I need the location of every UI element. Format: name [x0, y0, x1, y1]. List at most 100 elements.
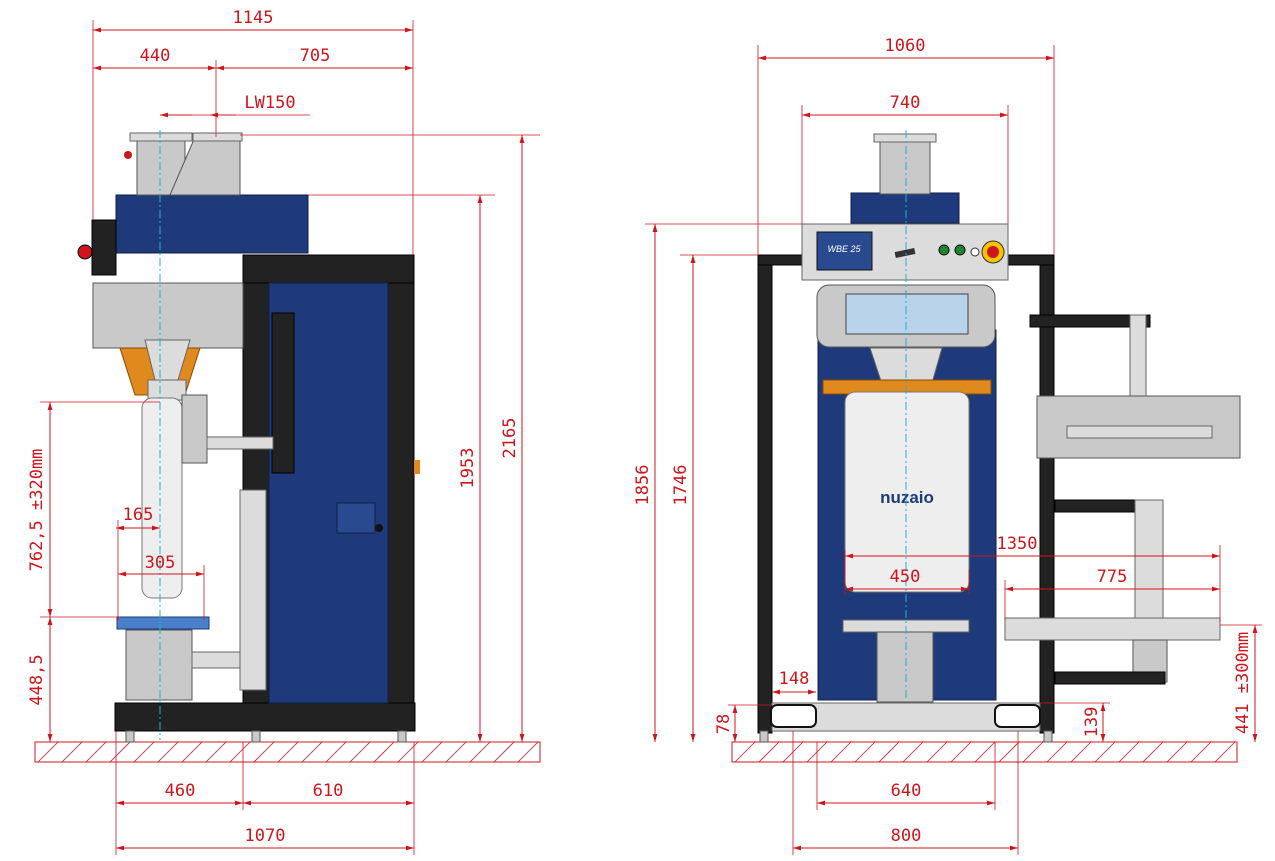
side-valve-handle	[124, 151, 132, 159]
front-green-button-1	[938, 244, 950, 256]
dim-front-conveyor-length: 775	[1097, 567, 1128, 587]
floor-hatch-line	[229, 741, 251, 763]
floor-hatch-line	[397, 741, 419, 763]
front-display-slot	[894, 247, 916, 259]
side-top-hood	[115, 194, 309, 254]
floor-hatch-line	[1214, 741, 1236, 763]
floor-hatch-line	[1070, 741, 1092, 763]
floor-hatch-line	[373, 741, 395, 763]
side-scale-platform	[116, 616, 210, 630]
side-fill-spout	[147, 379, 187, 401]
floor-hatch-line	[902, 741, 924, 763]
side-lift-column	[239, 489, 267, 691]
front-scale-body	[876, 631, 934, 703]
side-foot-3	[397, 730, 407, 743]
floor-hatch-line	[445, 741, 467, 763]
side-frame-column-right	[387, 254, 415, 731]
dim-side-left-part: 440	[140, 46, 171, 66]
side-cabinet-box	[336, 502, 376, 534]
dim-front-base-inner: 640	[891, 781, 922, 801]
floor-hatch-line	[758, 741, 780, 763]
dim-side-lw-label: LW150	[244, 93, 295, 113]
floor-hatch-line	[181, 741, 203, 763]
side-view	[34, 130, 541, 763]
front-hood	[850, 192, 960, 224]
floor-hatch-line	[734, 741, 756, 763]
side-floor	[34, 741, 541, 763]
front-floor	[731, 741, 1238, 763]
floor-hatch-line	[301, 741, 323, 763]
dim-front-bag-width: 450	[890, 567, 921, 587]
floor-hatch-line	[1022, 741, 1044, 763]
side-cabinet-knob	[375, 524, 383, 532]
front-conveyor-post	[1134, 499, 1164, 626]
floor-hatch-line	[878, 741, 900, 763]
front-conveyor-arm-low	[1054, 671, 1166, 685]
floor-hatch-line	[830, 741, 852, 763]
front-bag-logo: nuzaio	[880, 488, 934, 507]
dim-front-height-outer: 1856	[633, 465, 653, 506]
front-foot-2	[1043, 730, 1053, 743]
floor-hatch-line	[349, 741, 371, 763]
floor-hatch-line	[85, 741, 107, 763]
dim-front-conveyor-height: 441 ±300mm	[1233, 632, 1253, 734]
side-foot-1	[125, 730, 135, 743]
dim-side-overall-width: 1145	[233, 8, 274, 28]
dim-side-height-body: 1953	[458, 448, 478, 489]
front-emergency-stop-cap	[987, 246, 999, 258]
front-inlet-pipe	[879, 137, 931, 195]
floor-hatch-line	[998, 741, 1020, 763]
side-frame-base	[114, 702, 416, 732]
side-weigh-hopper	[92, 282, 244, 349]
front-hopper-window	[845, 293, 969, 335]
side-indicator	[414, 460, 420, 474]
front-touchscreen	[816, 231, 873, 271]
front-sewing-slot	[1066, 425, 1213, 439]
floor-hatch-line	[325, 741, 347, 763]
dim-side-platform-height: 448,5	[27, 654, 47, 705]
dim-side-height-total: 2165	[500, 418, 520, 459]
floor-hatch-line	[109, 741, 131, 763]
floor-hatch-line	[854, 741, 876, 763]
front-green-button-2	[954, 244, 966, 256]
front-roller-right	[994, 704, 1041, 728]
side-inlet-flange	[129, 132, 193, 142]
front-screen-text: WBE 25	[827, 244, 861, 254]
front-frame-left	[757, 254, 773, 734]
side-scale-arm	[191, 651, 245, 669]
front-bag	[844, 391, 970, 593]
dim-front-roller-height: 139	[1082, 707, 1102, 738]
front-roller-conveyor	[1004, 617, 1221, 641]
side-actuator-arm	[206, 436, 274, 450]
side-top-band	[91, 219, 117, 276]
floor-hatch-line	[517, 741, 539, 763]
dim-front-overall-width: 1060	[885, 36, 926, 56]
floor-hatch-line	[421, 741, 443, 763]
floor-hatch-line	[1046, 741, 1068, 763]
front-dimensions: 1060 740 1856 1746 1350 450 775 441 ±300…	[633, 36, 1262, 855]
front-foot-1	[759, 730, 769, 743]
side-scale-body	[125, 629, 193, 701]
front-white-lamp	[970, 247, 980, 257]
dim-side-base-total: 1070	[245, 826, 286, 846]
floor-hatch-line	[61, 741, 83, 763]
floor-hatch-line	[253, 741, 275, 763]
floor-hatch-line	[157, 741, 179, 763]
dim-side-spout-outer: 305	[145, 553, 176, 573]
dim-side-stroke-range: 762,5 ±320mm	[27, 449, 47, 572]
dim-side-base-left: 460	[165, 781, 196, 801]
side-emergency-button	[77, 244, 93, 260]
dim-side-spout-inner: 165	[123, 505, 154, 525]
floor-hatch-line	[469, 741, 491, 763]
floor-hatch-line	[1166, 741, 1188, 763]
side-inlet-chute-top	[192, 132, 243, 142]
floor-hatch-line	[277, 741, 299, 763]
floor-hatch-line	[974, 741, 996, 763]
floor-hatch-line	[205, 741, 227, 763]
side-door-handle	[271, 312, 295, 474]
dim-side-base-right: 610	[313, 781, 344, 801]
floor-hatch-line	[37, 741, 59, 763]
floor-hatch-line	[1118, 741, 1140, 763]
floor-hatch-line	[133, 741, 155, 763]
